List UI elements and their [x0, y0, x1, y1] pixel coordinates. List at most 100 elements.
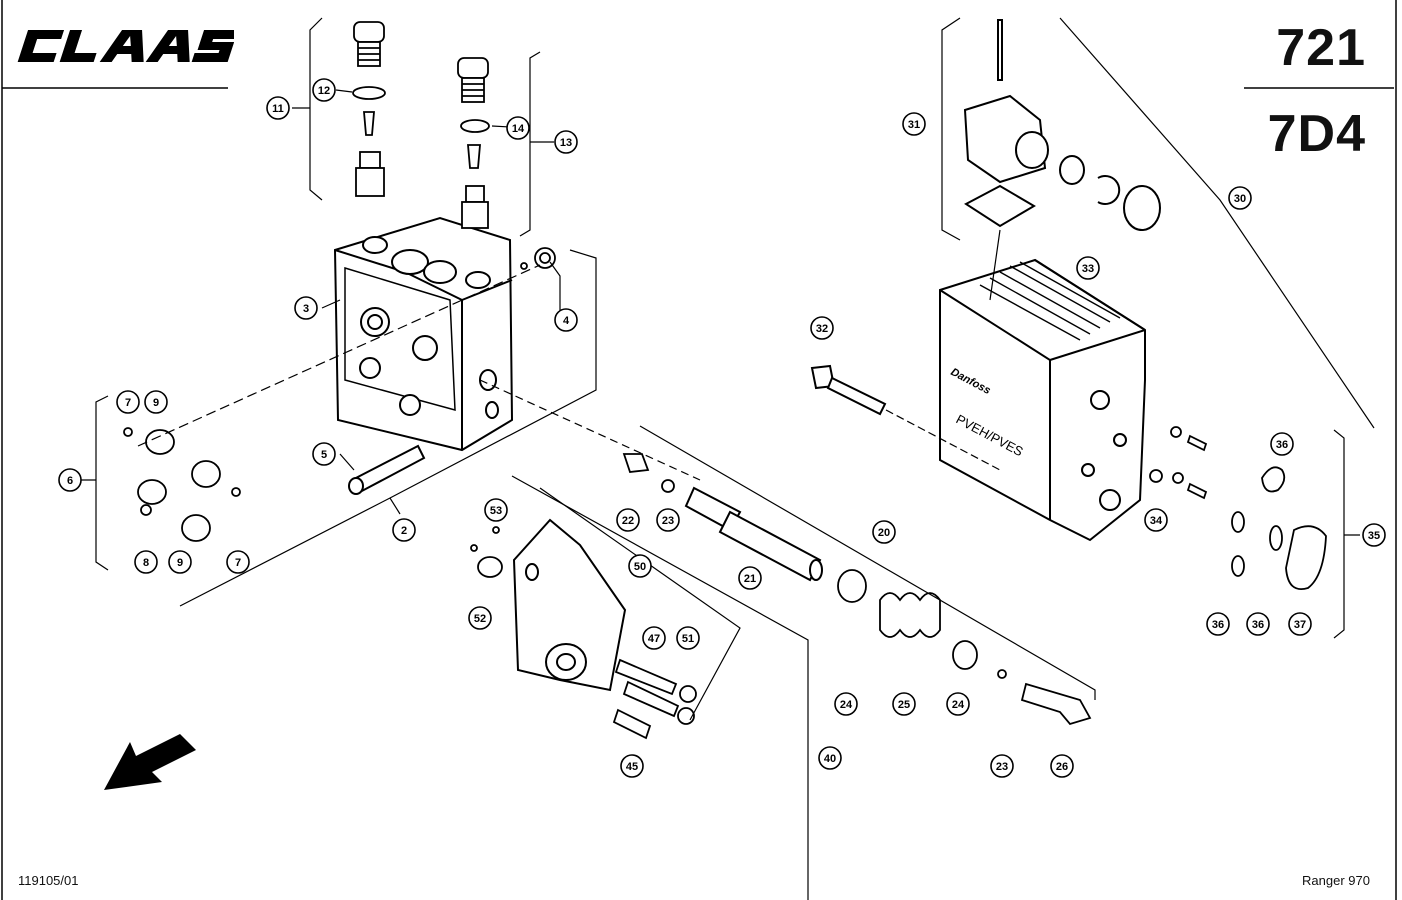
callout-8: 8	[134, 550, 158, 574]
callout-7: 7	[226, 550, 250, 574]
callout-22: 22	[616, 508, 640, 532]
spring-assembly	[837, 569, 1092, 726]
drawing-id: 119105/01	[18, 873, 79, 888]
callout-24: 24	[946, 692, 970, 716]
callout-number: 47	[648, 633, 660, 645]
callout-9: 9	[144, 390, 168, 414]
callout-number: 37	[1294, 619, 1306, 631]
seal-kit-35	[1231, 466, 1327, 590]
callout-35: 35	[1362, 523, 1386, 547]
plug-assembly-13	[457, 57, 490, 229]
callout-number: 45	[626, 761, 638, 773]
callout-13: 13	[554, 130, 578, 154]
callout-51: 51	[676, 626, 700, 650]
callout-34: 34	[1144, 508, 1168, 532]
callout-number: 21	[744, 573, 756, 585]
callout-6: 6	[58, 468, 82, 492]
callout-number: 3	[303, 303, 309, 315]
page-number: 721	[1276, 19, 1366, 77]
callout-number: 14	[512, 123, 525, 135]
callout-40: 40	[818, 746, 842, 770]
callout-number: 8	[143, 557, 149, 569]
callout-number: 22	[622, 515, 634, 527]
model-name: Ranger 970	[1302, 873, 1370, 888]
callout-number: 23	[996, 761, 1008, 773]
callout-3: 3	[294, 296, 318, 320]
spool-21	[684, 486, 823, 582]
pin-5	[348, 444, 426, 495]
callout-number: 24	[840, 699, 853, 711]
callout-number: 52	[474, 613, 486, 625]
callout-number: 6	[67, 475, 73, 487]
screws-45-47	[470, 526, 697, 740]
callout-number: 26	[1056, 761, 1068, 773]
callout-2: 2	[392, 518, 416, 542]
callout-number: 36	[1252, 619, 1264, 631]
callout-12: 12	[312, 78, 336, 102]
callout-number: 2	[401, 525, 407, 537]
callout-21: 21	[738, 566, 762, 590]
callout-number: 35	[1368, 530, 1380, 542]
callout-11: 11	[266, 96, 290, 120]
callout-number: 53	[490, 505, 502, 517]
callout-26: 26	[1050, 754, 1074, 778]
callout-32: 32	[810, 316, 834, 340]
valve-body	[333, 216, 514, 452]
callout-number: 20	[878, 527, 890, 539]
callout-33: 33	[1076, 256, 1100, 280]
callout-36: 36	[1270, 432, 1294, 456]
callout-45: 45	[620, 754, 644, 778]
callout-number: 36	[1212, 619, 1224, 631]
plug-assembly-11	[352, 21, 386, 197]
callout-number: 13	[560, 137, 572, 149]
callout-4: 4	[554, 308, 578, 332]
callout-number: 24	[952, 699, 965, 711]
callout-number: 33	[1082, 263, 1094, 275]
callout-number: 9	[153, 397, 159, 409]
callout-36: 36	[1206, 612, 1230, 636]
callout-number: 11	[272, 103, 284, 115]
callout-23: 23	[990, 754, 1014, 778]
cover-50	[512, 518, 627, 692]
screw-32	[810, 364, 887, 416]
callout-number: 5	[321, 449, 327, 461]
callout-14: 14	[506, 116, 530, 140]
callout-number: 9	[177, 557, 183, 569]
callout-25: 25	[892, 692, 916, 716]
callout-number: 30	[1234, 193, 1246, 205]
claas-logo	[17, 30, 234, 62]
callout-47: 47	[642, 626, 666, 650]
leader-lines	[80, 17, 1375, 900]
callout-number: 31	[908, 119, 920, 131]
callout-20: 20	[872, 520, 896, 544]
pveh-actuator	[939, 258, 1146, 542]
direction-arrow	[104, 734, 196, 790]
callout-52: 52	[468, 606, 492, 630]
callout-number: 34	[1150, 515, 1163, 527]
callout-53: 53	[484, 498, 508, 522]
screw-22	[622, 453, 675, 493]
callout-number: 23	[662, 515, 674, 527]
callout-23: 23	[656, 508, 680, 532]
callout-number: 4	[563, 315, 570, 327]
callout-30: 30	[1228, 186, 1252, 210]
callout-7: 7	[116, 390, 140, 414]
callout-number: 7	[125, 397, 131, 409]
callout-number: 25	[898, 699, 910, 711]
small-seals-34	[1149, 426, 1208, 500]
callout-36: 36	[1246, 612, 1270, 636]
callout-number: 40	[824, 753, 836, 765]
connector-31	[963, 19, 1161, 231]
callout-24: 24	[834, 692, 858, 716]
callout-number: 36	[1276, 439, 1288, 451]
callout-number: 7	[235, 557, 241, 569]
group-code: 7D4	[1267, 105, 1366, 163]
callout-9: 9	[168, 550, 192, 574]
callout-number: 50	[634, 561, 646, 573]
callout-37: 37	[1288, 612, 1312, 636]
callout-31: 31	[902, 112, 926, 136]
